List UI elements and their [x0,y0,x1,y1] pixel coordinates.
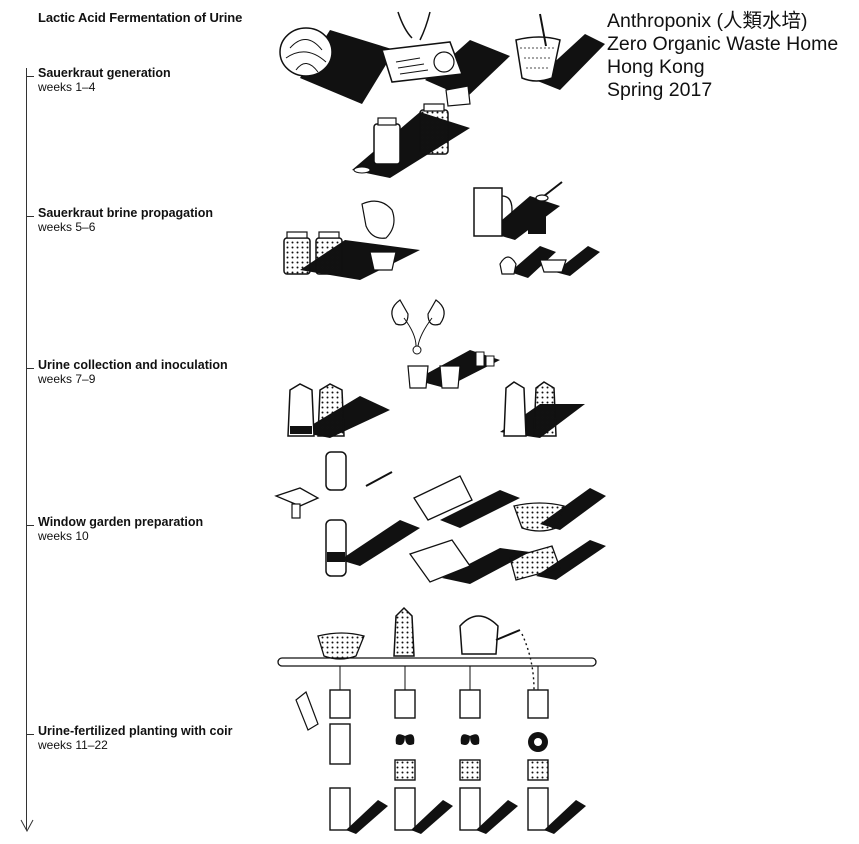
step-tick [26,368,34,369]
glass-jar-icon [352,86,470,178]
step-weeks: weeks 7–9 [38,372,95,386]
gallon-jug-icon [394,608,414,656]
step-weeks: weeks 5–6 [38,220,95,234]
coir-bowl-icon [318,633,364,659]
plant-icon [396,732,548,752]
timeline-axis [26,68,27,830]
urine-cups-icon [408,350,500,388]
step-label: Sauerkraut brine propagation [38,206,213,220]
gallon-jug-icon [288,382,585,438]
shelf-icon [278,658,596,666]
step-tick [26,216,34,217]
chopping-board-icon [382,12,510,98]
trowel-icon [296,692,318,730]
brine-jar-icon [284,201,420,280]
step-weeks: weeks 10 [38,529,89,543]
step-tick [26,734,34,735]
step-label: Urine collection and inoculation [38,358,228,372]
step-weeks: weeks 11–22 [38,738,108,752]
step-tick [26,525,34,526]
bottle-icon [326,452,420,576]
project-name: Anthroponix (人類水培) [607,10,838,33]
hanging-planter-icon [330,666,586,834]
project-info: Anthroponix (人類水培) Zero Organic Waste Ho… [607,10,838,102]
coir-bowl-icon [514,488,606,531]
project-date: Spring 2017 [607,79,838,102]
page-title: Lactic Acid Fermentation of Urine [38,10,242,25]
paper-roll-icon [414,476,520,528]
knife-icon [366,472,392,486]
drill-icon [276,488,318,518]
step-tick [26,76,34,77]
step-weeks: weeks 1–4 [38,80,95,94]
kidneys-icon [392,300,444,354]
process-illustrations [270,0,610,844]
step-label: Urine-fertilized planting with coir [38,724,232,738]
step-label: Sauerkraut generation [38,66,171,80]
coir-brick-icon [510,540,606,580]
timeline-arrow-icon [20,818,34,832]
project-location: Hong Kong [607,56,838,79]
watering-can-icon [460,616,534,690]
step-label: Window garden preparation [38,515,203,529]
cabbage-icon [280,28,395,104]
project-subtitle: Zero Organic Waste Home [607,33,838,56]
mixing-bowl-icon [516,14,605,90]
